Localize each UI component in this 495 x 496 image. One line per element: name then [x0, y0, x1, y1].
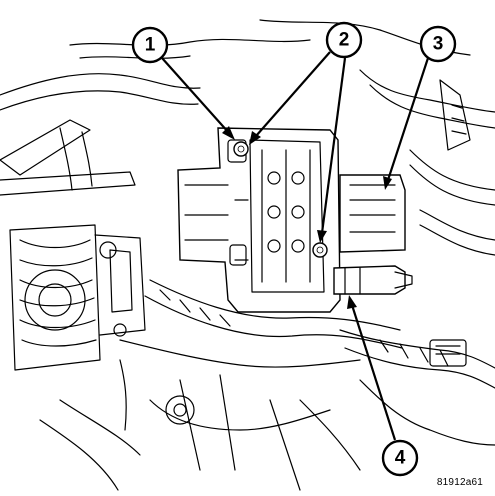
fastener-upper: [233, 141, 249, 157]
callout-3: 3: [419, 25, 457, 63]
valve-body-assembly: [177, 127, 413, 313]
fastener-lower: [312, 242, 328, 258]
callout-1: 1: [131, 26, 169, 64]
callout-2: 2: [325, 21, 363, 59]
callout-label-1: 1: [145, 35, 156, 56]
callout-label-3: 3: [433, 34, 444, 55]
callout-label-4: 4: [395, 448, 406, 469]
callout-4: 4: [381, 439, 419, 477]
leader-lines: [161, 51, 430, 441]
figure-id: 81912a61: [436, 477, 483, 488]
callout-label-2: 2: [339, 30, 350, 51]
engine-background-line-art: [0, 19, 495, 491]
